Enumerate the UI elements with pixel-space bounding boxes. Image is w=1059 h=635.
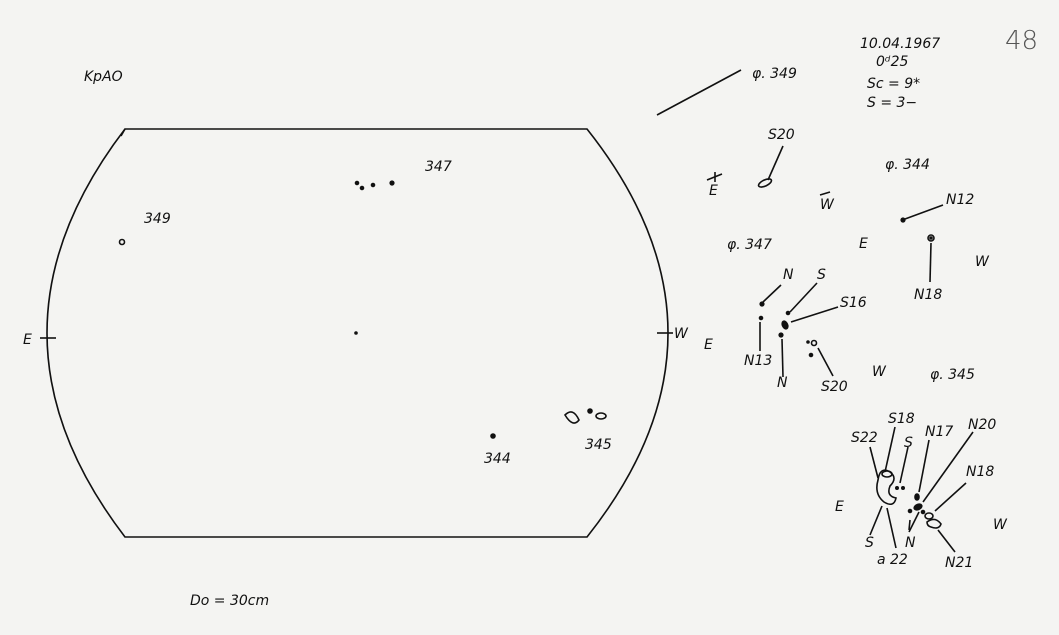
label: N21 — [945, 555, 974, 571]
label: N13 — [744, 353, 773, 369]
label: S20 — [768, 127, 795, 143]
west-marker: W — [993, 517, 1007, 533]
group-345-title: φ. 345 — [930, 367, 975, 383]
disc-diameter: Do = 30cm — [190, 593, 270, 609]
disc-top-tick — [120, 128, 126, 137]
group-347-title: φ. 347 — [727, 237, 772, 253]
page-number: 48 — [1005, 26, 1039, 56]
seeing-sc: Sc = 9* — [867, 76, 921, 92]
label: S22 — [851, 430, 878, 446]
label: N — [783, 267, 794, 283]
label: N18 — [914, 287, 943, 303]
observation-time: 0ᵈ25 — [876, 54, 909, 70]
west-marker: W — [975, 254, 989, 270]
label: S — [817, 267, 826, 283]
west-marker: W — [872, 364, 886, 380]
label: S — [865, 535, 874, 551]
disc-west-label: W — [674, 326, 688, 342]
disc-group-347: 347 — [425, 159, 452, 175]
label: S20 — [821, 379, 848, 395]
label: N — [905, 535, 916, 551]
disc-east-label: E — [23, 332, 32, 348]
seeing-s: S = 3− — [867, 95, 918, 111]
label: S18 — [888, 411, 915, 427]
label: S — [904, 435, 913, 451]
label: a 22 — [877, 552, 908, 568]
group-344-title: φ. 344 — [885, 157, 930, 173]
east-marker: E — [709, 183, 718, 199]
disc-group-349: 349 — [144, 211, 171, 227]
solar-disc-outline — [46, 128, 669, 538]
limb-arc-349 — [656, 69, 742, 116]
observation-date: 10.04.1967 — [860, 36, 941, 52]
disc-group-345: 345 — [585, 437, 612, 453]
east-marker: E — [835, 499, 844, 515]
label: N20 — [968, 417, 997, 433]
east-marker: E — [704, 337, 713, 353]
label: N — [777, 375, 788, 391]
disc-spots — [118, 180, 607, 439]
label: N12 — [946, 192, 975, 208]
label: N17 — [925, 424, 954, 440]
group-349-title: φ. 349 — [752, 66, 797, 82]
observatory-label: KpAO — [84, 69, 123, 85]
label: N18 — [966, 464, 995, 480]
east-marker: E — [859, 236, 868, 252]
west-marker: W — [820, 197, 834, 213]
disc-group-344: 344 — [484, 451, 511, 467]
label: S16 — [840, 295, 867, 311]
